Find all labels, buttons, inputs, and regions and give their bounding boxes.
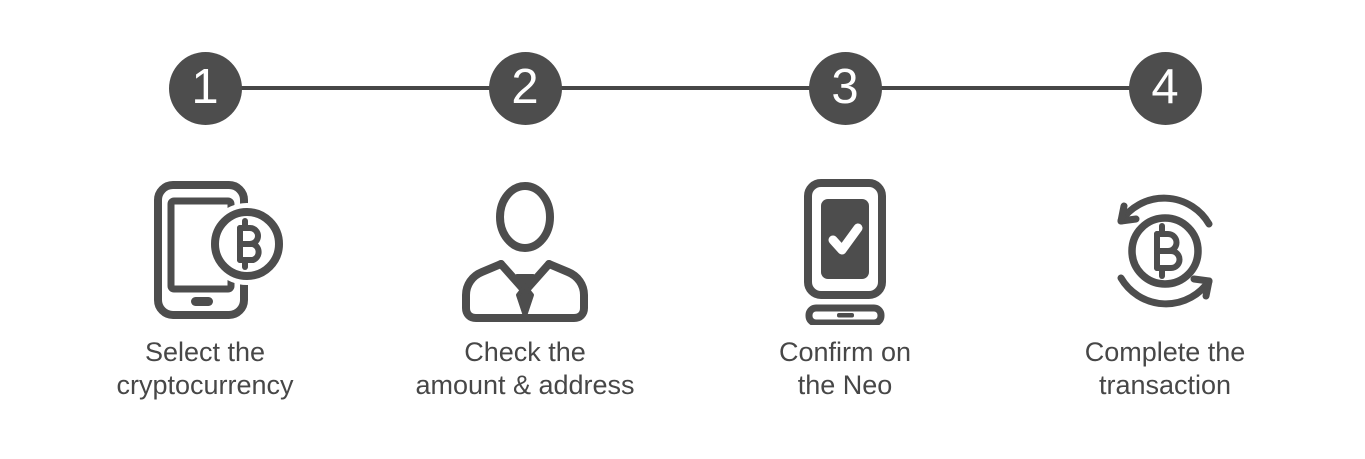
step-1-number: 1: [191, 59, 219, 114]
step-2-icon-box: [450, 175, 600, 325]
smartphone-bitcoin-icon: [154, 181, 284, 319]
step-1-circle: 1: [168, 52, 242, 125]
step-4-number: 4: [1151, 59, 1179, 114]
step-4-circle: 4: [1128, 52, 1202, 125]
bitcoin-refresh-icon: [1117, 194, 1213, 308]
step-3-icon-box: [770, 175, 920, 325]
steps-row: 1: [45, 0, 1325, 402]
step-4-label: Complete the transaction: [1084, 337, 1246, 400]
step-3: 3 Confirm on the Neo: [685, 0, 1005, 402]
step-3-number: 3: [831, 59, 859, 114]
step-2-label: Check the amount & address: [415, 337, 635, 400]
step-1-icon-box: [130, 175, 284, 325]
step-4-icon-box: [1090, 175, 1240, 325]
step-3-label: Confirm on the Neo: [778, 337, 912, 400]
step-2: 2 Check the amount & address: [365, 0, 685, 402]
step-connector-line: [205, 86, 1165, 90]
step-4: 4: [1005, 0, 1325, 402]
step-1-label: Select the cryptocurrency: [116, 337, 294, 400]
step-1: 1: [45, 0, 365, 402]
step-2-number: 2: [511, 59, 539, 114]
step-2-circle: 2: [488, 52, 562, 125]
neo-device-confirm-icon: [804, 179, 886, 325]
businessman-icon: [462, 182, 588, 322]
step-3-circle: 3: [808, 52, 882, 125]
